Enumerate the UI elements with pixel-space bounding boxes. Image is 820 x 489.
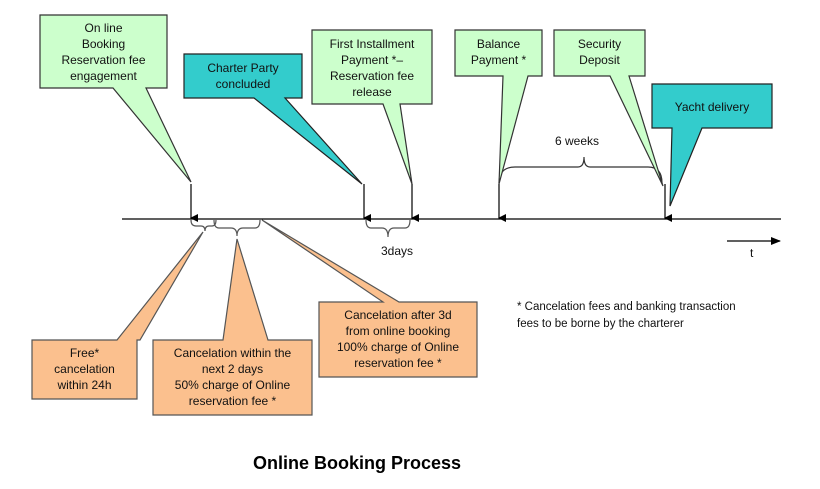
label-two-days-cancel: Cancelation within the next 2 days 50% c…	[173, 346, 292, 408]
diagram-title: Online Booking Process	[253, 453, 462, 473]
callout-first-installment	[311, 29, 433, 185]
brace-6weeks	[498, 156, 663, 184]
label-after-3d-cancel: Cancelation after 3d from online booking…	[336, 308, 460, 370]
callout-free-cancel	[31, 231, 204, 400]
callout-two-days-cancel	[152, 238, 313, 416]
callout-after-3d-cancel	[261, 219, 478, 378]
time-axis-label: t	[750, 246, 754, 260]
footnote: * Cancelation fees and banking transacti…	[517, 301, 736, 330]
brace-2days	[213, 219, 261, 237]
callout-security-deposit	[553, 29, 664, 187]
label-yacht-delivery: Yacht delivery	[674, 100, 750, 114]
label-free-cancel: Free* cancelation within 24h	[54, 346, 115, 392]
label-charter-party: Charter Party concluded	[207, 61, 279, 91]
callout-balance-payment	[454, 29, 543, 185]
label-balance-payment: Balance Payment *	[470, 37, 527, 67]
brace-24h	[190, 219, 217, 232]
label-online-booking: On line Booking Reservation fee engageme…	[61, 21, 146, 83]
label-3days: 3days	[381, 244, 414, 258]
brace-3days	[365, 219, 411, 238]
label-6weeks: 6 weeks	[555, 134, 600, 148]
label-first-installment: First Installment Payment *– Reservation…	[329, 37, 415, 99]
callout-online-booking	[39, 14, 192, 183]
callout-charter-party	[183, 53, 363, 185]
callout-yacht-delivery	[651, 83, 773, 207]
label-security-deposit: Security Deposit	[577, 37, 622, 67]
